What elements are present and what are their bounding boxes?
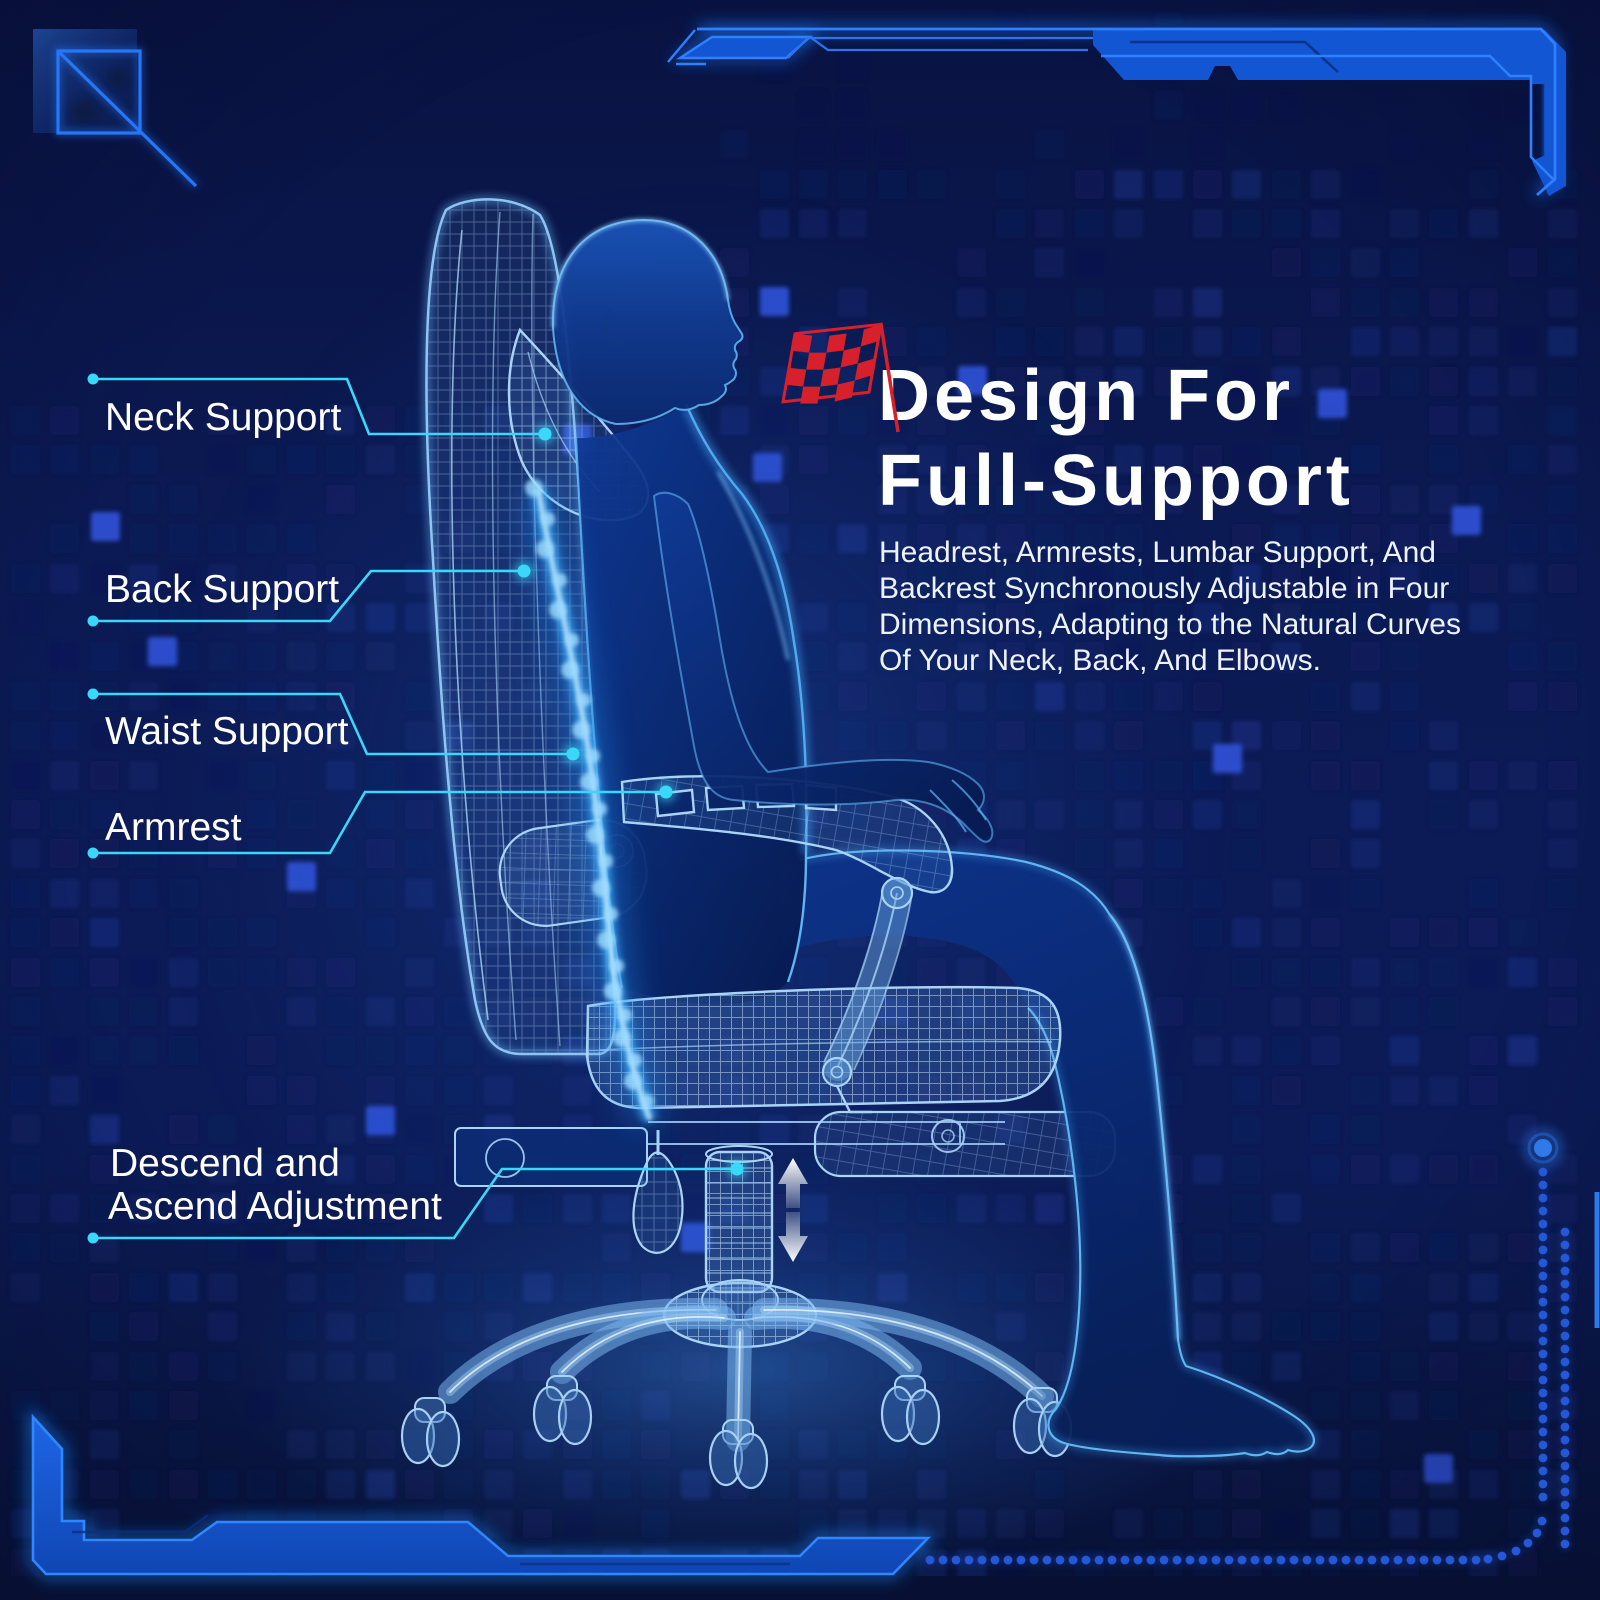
svg-text:Neck Support: Neck Support	[105, 396, 341, 439]
svg-text:Back Support: Back Support	[105, 568, 339, 611]
svg-text:Design For: Design For	[878, 356, 1294, 436]
svg-text:Waist Support: Waist Support	[105, 710, 349, 753]
svg-text:Of Your Neck, Back, And Elbows: Of Your Neck, Back, And Elbows.	[879, 644, 1321, 677]
svg-text:Ascend Adjustment: Ascend Adjustment	[108, 1185, 442, 1228]
svg-text:Armrest: Armrest	[105, 806, 242, 849]
svg-text:Backrest Synchronously Adjusta: Backrest Synchronously Adjustable in Fou…	[879, 572, 1449, 605]
svg-text:Headrest, Armrests, Lumbar Sup: Headrest, Armrests, Lumbar Support, And	[879, 536, 1436, 569]
svg-text:Full-Support: Full-Support	[878, 441, 1354, 521]
svg-text:Descend and: Descend and	[110, 1142, 340, 1185]
svg-text:Dimensions, Adapting to the Na: Dimensions, Adapting to the Natural Curv…	[879, 608, 1461, 641]
